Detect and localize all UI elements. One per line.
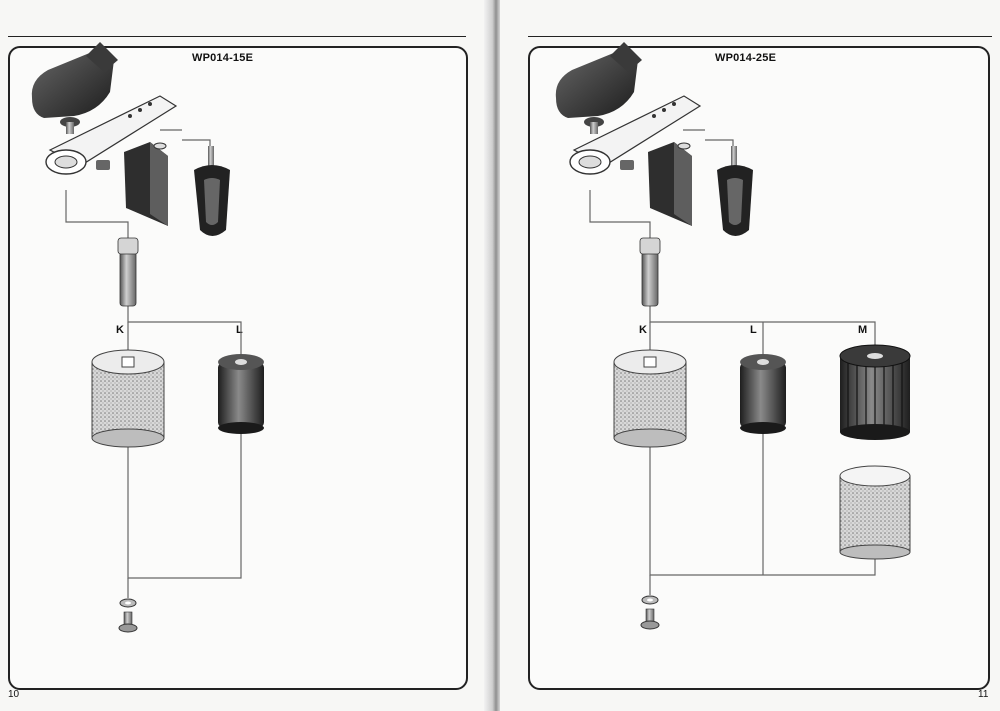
bracket-arm-illustration: [45, 95, 178, 175]
label-k: K: [116, 324, 124, 336]
left-page: WP014-15E K L 10: [0, 0, 488, 711]
fleece-drum-k-illustration: [613, 349, 687, 448]
guard-plate-illustration: [124, 142, 168, 226]
grinder-head-illustration: [555, 42, 642, 134]
right-exploded-diagram: [555, 42, 911, 630]
bracket-arm-illustration: [569, 95, 702, 175]
fleece-drum-k-illustration: [91, 349, 165, 448]
connector-lines: [589, 129, 876, 595]
header-rule: [8, 36, 466, 37]
rubber-drum-l-illustration: [740, 354, 786, 434]
model-title: WP014-25E: [715, 52, 777, 64]
abrasive-sleeve-illustration: [839, 465, 911, 560]
adapter-shaft-illustration: [639, 237, 661, 307]
label-l: L: [750, 324, 757, 336]
label-l: L: [236, 324, 243, 336]
expansion-roller-m-illustration: [839, 344, 911, 440]
adapter-shaft-illustration: [117, 237, 139, 307]
side-handle-illustration: [717, 146, 753, 236]
page-number: 10: [8, 689, 20, 700]
label-k: K: [639, 324, 647, 336]
right-page: WP014-25E K L M 11: [500, 0, 1000, 711]
rubber-drum-l-illustration: [218, 354, 264, 434]
left-exploded-diagram: [31, 42, 264, 633]
washer-bolt-illustration: [118, 598, 138, 633]
side-handle-illustration: [194, 146, 230, 236]
model-title: WP014-15E: [192, 52, 254, 64]
page-number: 11: [978, 689, 989, 700]
label-m: M: [858, 324, 868, 336]
washer-bolt-illustration: [640, 595, 660, 630]
header-rule: [528, 36, 992, 37]
guard-plate-illustration: [648, 142, 692, 226]
grinder-head-illustration: [31, 42, 118, 134]
